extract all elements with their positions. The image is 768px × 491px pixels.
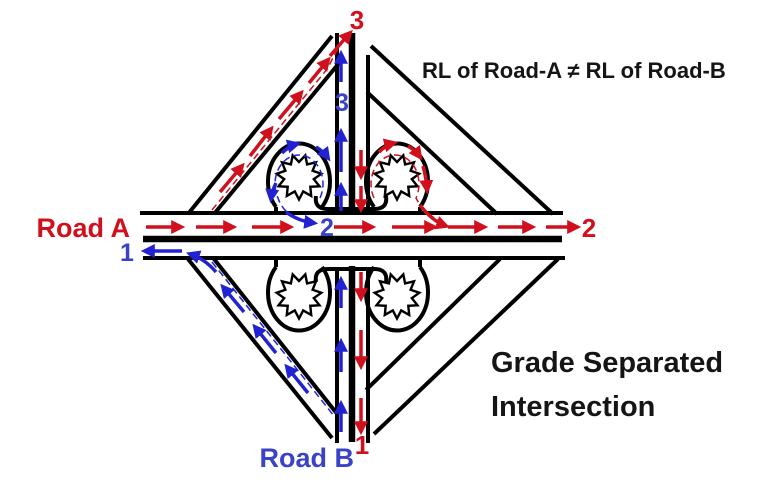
trace-blue-loop-northwest: [274, 154, 324, 223]
slope-mounds: [274, 152, 422, 322]
slope-mound-northeast: [372, 152, 422, 203]
ramp-southeast: [364, 257, 560, 436]
flow-red-loop-northeast: [377, 138, 450, 230]
blue-flow-arrows: [140, 49, 348, 432]
overpass-edge-south: [313, 267, 389, 283]
flow-blue-ramp-to-1: [186, 250, 310, 395]
ramp-northwest: [186, 34, 342, 216]
slope-mound-northwest: [274, 152, 324, 203]
flow-red-ramp-to-3: [218, 29, 353, 194]
movement-marker-red-1: 1: [355, 430, 369, 460]
movement-marker-red-3: 3: [350, 5, 364, 35]
road-a-label: Road A: [37, 213, 131, 243]
flow-blue-loop-northwest: [265, 139, 331, 229]
reduced-level-note: RL of Road-A ≠ RL of Road-B: [422, 58, 726, 83]
road-b-label: Road B: [260, 443, 355, 473]
slope-mound-southeast: [372, 271, 422, 322]
ramp-northeast: [365, 44, 555, 216]
diagram-title-line2: Intersection: [491, 391, 655, 423]
diagram-title-line1: Grade Separated: [491, 347, 723, 379]
movement-marker-blue-2: 2: [320, 214, 334, 242]
movement-marker-blue-1: 1: [120, 239, 134, 267]
loop-ramp-southwest: [266, 259, 332, 333]
movement-marker-red-2: 2: [582, 213, 596, 243]
overpass-edge-north: [313, 195, 389, 211]
movement-marker-blue-3: 3: [335, 89, 349, 117]
slope-mound-southwest: [274, 271, 324, 322]
labels: Road A Road B RL of Road-A ≠ RL of Road-…: [37, 5, 726, 473]
road-network: [140, 33, 565, 443]
red-flow-arrows: [146, 29, 582, 436]
ramp-southwest: [186, 257, 340, 440]
